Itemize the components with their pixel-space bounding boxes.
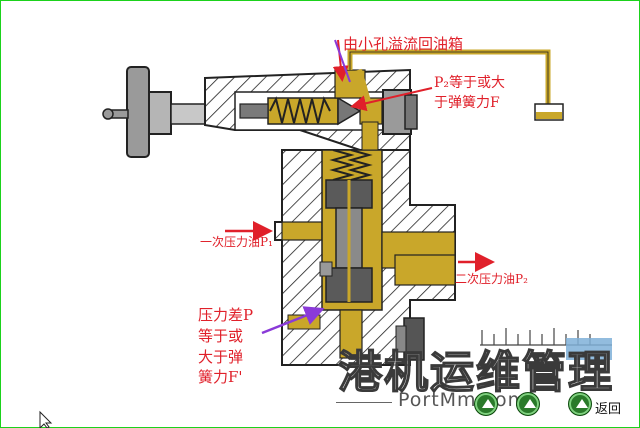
cursor-arrow-icon <box>39 410 53 428</box>
nav-up-icon <box>524 399 536 408</box>
pilot-spring <box>269 96 331 124</box>
label-p2-line1: P₂等于或大 <box>434 75 506 91</box>
label-diff-line4: 簧力F' <box>198 368 243 386</box>
watermark-ruler <box>480 328 612 360</box>
main-spring <box>329 149 355 181</box>
nav-up-icon <box>482 399 494 408</box>
overflow-arrow <box>332 39 349 82</box>
label-overflow-to-tank: 由小孔溢流回油箱 <box>343 35 464 53</box>
watermark-title: 港机运维管理 <box>337 346 614 399</box>
nav-up-button-2[interactable] <box>516 392 540 416</box>
pressure-diff-arrow <box>261 306 325 335</box>
return-button[interactable]: 返回 <box>595 402 622 417</box>
nav-up-icon <box>576 399 588 408</box>
pilot-cone <box>337 96 362 126</box>
label-diff-line3: 大于弹 <box>198 348 244 366</box>
label-primary-oil: 一次压力油P₁ <box>200 235 273 249</box>
watermark-url: PortMm.com <box>398 389 528 411</box>
main-spool <box>319 179 373 303</box>
nav-up-button-3[interactable] <box>568 392 592 416</box>
pilot-force-arrow <box>350 87 433 112</box>
label-diff-line1: 压力差P <box>198 306 254 324</box>
label-p2-line2: 于弹簧力F <box>434 95 500 111</box>
label-diff-line2: 等于或 <box>198 327 244 345</box>
label-secondary-oil: 二次压力油P₂ <box>455 272 528 286</box>
nav-up-button-1[interactable] <box>474 392 498 416</box>
watermark-rule-left <box>336 402 392 403</box>
